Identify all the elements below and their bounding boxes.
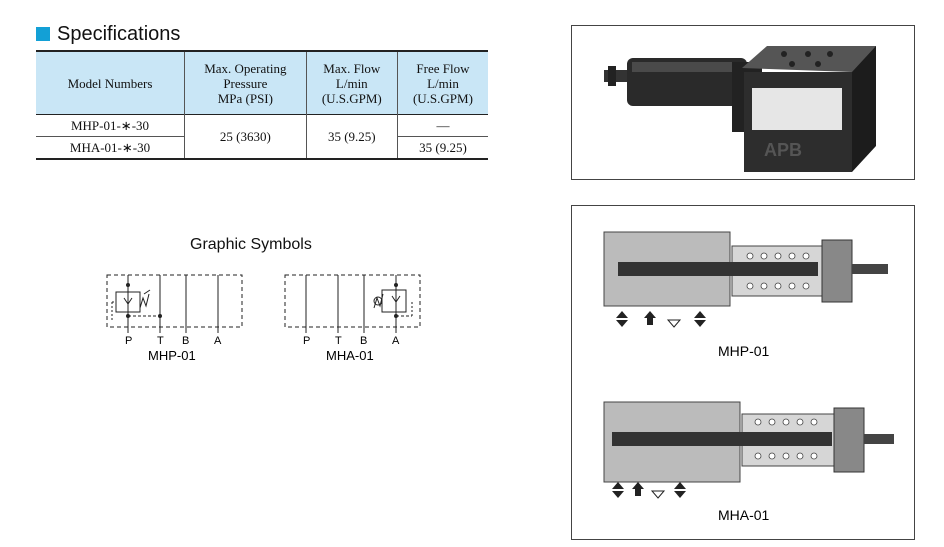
mhp-01-symbol: P T B A MHP-01 [106,274,243,363]
symbol-outline [284,274,421,328]
apb-logo: APB [764,140,802,160]
mhp-01-label: MHP-01 [148,348,196,363]
model-cell: MHA-01-∗-30 [69,139,151,155]
table-row: MHP-01-∗-30 25 (3630) 35 (9.25) — [36,114,488,159]
port-p-label: P [303,335,310,347]
free-flow-cell: — [396,114,488,137]
mhp-01-caption: MHP-01 [718,343,770,359]
table-header-row: Model Numbers Max. Operating Pressure MP… [36,51,488,115]
mhp-01-cutaway [603,231,888,328]
flow-arrows [612,482,686,499]
valve-photo: APB [604,46,876,172]
header-model-numbers: Model Numbers [36,51,185,115]
port-t-label: T [157,335,164,347]
mha-01-symbol: P T B A MHA-01 [284,274,421,363]
cutaway-panel: MHP-01 MHA-01 [571,205,915,540]
specifications-table: Model Numbers Max. Operating Pressure MP… [36,50,488,160]
blue-square-icon [36,27,50,41]
product-photo-panel: APB [571,25,915,180]
port-b-label: B [182,335,189,347]
header-max-flow: Max. Flow L/min (U.S.GPM) [305,51,398,115]
valve-box [381,289,407,313]
model-cell: MHP-01-∗-30 [36,114,185,137]
specifications-title: Specifications [57,22,181,45]
free-flow-cell: 35 (9.25) [396,136,488,159]
port-a-label: A [392,335,400,347]
port-b-label: B [360,335,367,347]
header-free-flow: Free Flow L/min (U.S.GPM) [396,51,488,115]
graphic-symbols-title: Graphic Symbols [190,236,312,253]
port-p-label: P [125,335,132,347]
mha-01-cutaway [603,401,894,499]
max-flow-cell: 35 (9.25) [305,114,398,159]
header-max-pressure: Max. Operating Pressure MPa (PSI) [184,51,307,115]
symbol-outline [106,274,243,328]
spring-icon [139,293,150,309]
mha-01-caption: MHA-01 [718,507,770,523]
specifications-heading: Specifications [36,22,180,46]
port-t-label: T [335,335,342,347]
check-ball [373,296,383,306]
cutaway-drawings: MHP-01 MHA-01 [603,231,894,523]
port-a-label: A [214,335,222,347]
mha-01-label: MHA-01 [326,348,374,363]
flow-arrows [616,311,706,328]
pressure-cell: 25 (3630) [184,114,307,159]
